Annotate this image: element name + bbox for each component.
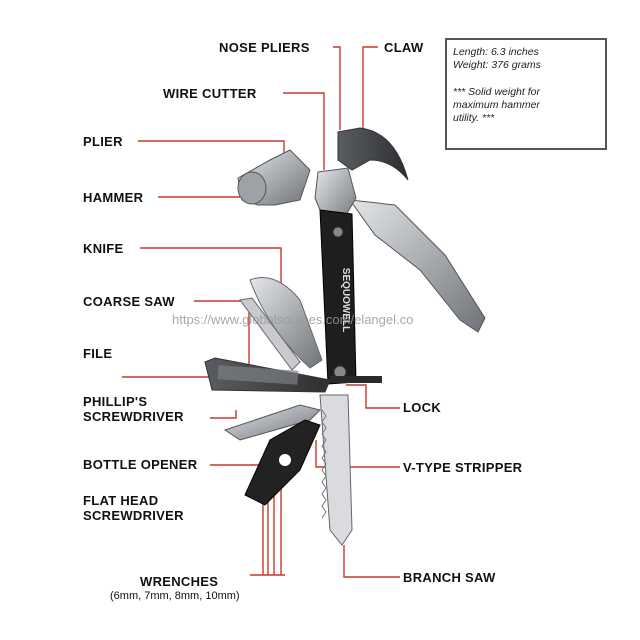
label-claw: CLAW (384, 40, 424, 55)
label-nose-pliers: NOSE PLIERS (219, 40, 310, 55)
label-plier: PLIER (83, 134, 123, 149)
spec-note-2: maximum hammer (453, 99, 540, 111)
spec-note-1: *** Solid weight for (453, 86, 540, 98)
label-v-stripper: V-TYPE STRIPPER (403, 460, 523, 475)
label-file: FILE (83, 346, 113, 361)
claw-shape (337, 127, 409, 181)
spec-info-box: Length: 6.3 inches Weight: 376 grams ***… (445, 38, 607, 150)
spec-note-3: utility. *** (453, 112, 495, 124)
watermark-text: https://www.globalsources.com/elangel.co (172, 312, 414, 327)
label-wire-cutter: WIRE CUTTER (163, 86, 257, 101)
leader-lines (122, 46, 400, 578)
label-branch-saw: BRANCH SAW (403, 570, 496, 585)
label-flathead-1: FLAT HEAD (83, 493, 159, 508)
coarse-saw (239, 297, 301, 371)
label-bottle-opener: BOTTLE OPENER (83, 457, 198, 472)
label-hammer: HAMMER (83, 190, 144, 205)
label-knife: KNIFE (83, 241, 124, 256)
saw-teeth (321, 409, 327, 519)
label-lock: LOCK (403, 400, 442, 415)
wrench-hole (279, 454, 291, 466)
label-wrench-sizes: (6mm, 7mm, 8mm, 10mm) (110, 590, 240, 602)
hammer-face (237, 171, 267, 205)
branch-saw (319, 394, 353, 546)
label-phillips-1: PHILLIP'S (83, 394, 148, 409)
pivot-top (332, 226, 344, 238)
label-phillips-2: SCREWDRIVER (83, 409, 184, 424)
plier-handle (348, 199, 486, 333)
lock-bar (330, 376, 382, 383)
spec-weight: Weight: 376 grams (453, 59, 541, 71)
spec-length: Length: 6.3 inches (453, 46, 539, 58)
label-coarse-saw: COARSE SAW (83, 294, 175, 309)
label-wrenches: WRENCHES (140, 574, 219, 589)
phillips-driver (223, 404, 321, 441)
file-texture (217, 365, 299, 385)
label-flathead-2: SCREWDRIVER (83, 508, 184, 523)
brand-text: SEQUOWELL (340, 268, 351, 332)
knife-blade (249, 277, 323, 369)
